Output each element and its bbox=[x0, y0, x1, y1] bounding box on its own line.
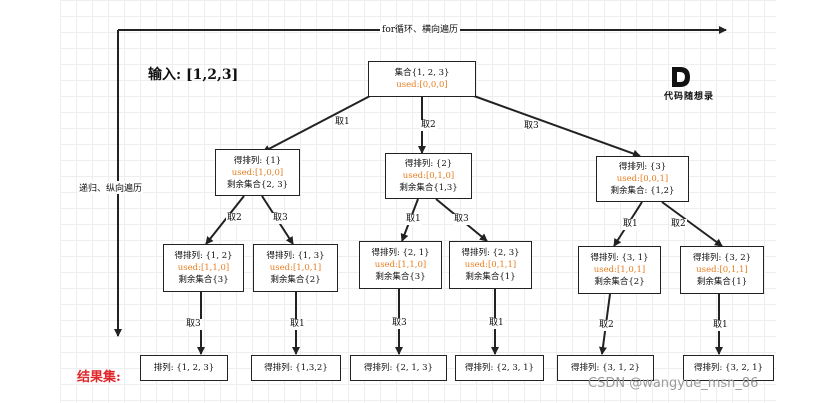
node-permutation: 得排列: {2} bbox=[404, 159, 453, 169]
node-remaining: 剩余集合{2, 3} bbox=[226, 179, 289, 190]
logo: D 代码随想录 bbox=[664, 66, 744, 104]
node-remaining: 剩余集合{1} bbox=[696, 277, 748, 287]
level2-node-31: 得排列: {3, 1} used:[1,0,1] 剩余集合{2} bbox=[578, 246, 661, 294]
level1-node-3: 得排列: {3} used:[0,0,1] 剩余集合: {1,2} bbox=[596, 156, 689, 202]
horizontal-axis-label: for循环、横向遍历 bbox=[380, 22, 461, 35]
node-used: used:[1,0,1] bbox=[593, 265, 646, 275]
edge-label-root-3: 取3 bbox=[523, 121, 540, 132]
node-used: used:[0,0,1] bbox=[616, 174, 669, 184]
edge-1-12 bbox=[205, 195, 245, 245]
result-set-label: 结果集: bbox=[77, 370, 121, 385]
node-permutation: 得排列: {2, 1} bbox=[371, 248, 430, 258]
edge-label-1-12: 取2 bbox=[226, 213, 243, 224]
edge-label-3-31: 取1 bbox=[622, 219, 639, 230]
edge-label-root-1: 取1 bbox=[334, 117, 351, 128]
node-permutation: 得排列: {1} bbox=[233, 155, 282, 166]
root-set: 集合{1, 2, 3} bbox=[394, 68, 450, 78]
result-permutation: 得排列: {2, 3, 1} bbox=[465, 363, 534, 373]
edge-label-root-2: 取2 bbox=[420, 120, 437, 131]
edge-label-12-r: 取3 bbox=[185, 319, 202, 330]
node-permutation: 得排列: {2, 3} bbox=[461, 248, 520, 258]
node-remaining: 剩余集合{3} bbox=[178, 275, 229, 285]
result-node-5: 得排列: {3, 1, 2} bbox=[557, 355, 654, 381]
node-remaining: 剩余集合{3} bbox=[375, 272, 426, 282]
result-permutation: 得排列: {1,3,2} bbox=[264, 363, 328, 373]
level2-node-32: 得排列: {3, 2} used:[0,1,1] 剩余集合{1} bbox=[680, 246, 764, 294]
edge-label-23-r: 取1 bbox=[488, 318, 505, 329]
edge-label-3-32: 取2 bbox=[670, 219, 687, 230]
node-remaining: 剩余集合: {1,2} bbox=[610, 186, 675, 196]
node-used: used:[0,1,0] bbox=[402, 171, 455, 181]
result-permutation: 得排列: {2, 1, 3} bbox=[364, 363, 433, 373]
node-remaining: 剩余集合{2} bbox=[594, 277, 645, 287]
watermark: CSDN @wangyue_msn_86 bbox=[588, 376, 759, 391]
vertical-axis-label: 递归、纵向遍历 bbox=[78, 181, 144, 194]
edge-label-21-r: 取3 bbox=[391, 318, 408, 329]
edge-label-31-r: 取2 bbox=[598, 320, 615, 331]
result-node-3: 得排列: {2, 1, 3} bbox=[350, 355, 447, 381]
node-used: used:[1,1,0] bbox=[177, 263, 230, 273]
node-used: used:[0,1,1] bbox=[696, 265, 748, 275]
result-node-2: 得排列: {1,3,2} bbox=[251, 355, 341, 381]
edge-label-2-23: 取3 bbox=[453, 214, 470, 225]
result-permutation: 排列: {1, 2, 3} bbox=[153, 363, 215, 373]
node-remaining: 剩余集合{1,3} bbox=[399, 183, 458, 193]
node-permutation: 得排列: {1, 3} bbox=[266, 251, 325, 261]
node-permutation: 得排列: {3, 1} bbox=[590, 253, 649, 263]
result-node-6: 得排列: {3, 2, 1} bbox=[683, 355, 774, 381]
node-permutation: 得排列: {3} bbox=[618, 162, 667, 172]
node-used: used:[1,1,0] bbox=[374, 260, 427, 270]
edge-label-1-13: 取3 bbox=[272, 213, 289, 224]
edge-root-1 bbox=[262, 95, 371, 153]
node-permutation: 得排列: {3, 2} bbox=[692, 253, 752, 263]
logo-letter: D bbox=[664, 66, 686, 88]
edge-label-2-21: 取1 bbox=[405, 214, 422, 225]
result-permutation: 得排列: {3, 1, 2} bbox=[571, 363, 640, 373]
level1-node-2: 得排列: {2} used:[0,1,0] 剩余集合{1,3} bbox=[385, 153, 472, 199]
logo-text: 代码随想录 bbox=[664, 92, 715, 102]
level2-node-12: 得排列: {1, 2} used:[1,1,0] 剩余集合{3} bbox=[163, 244, 244, 292]
node-used: used:[1,0,0] bbox=[231, 167, 284, 178]
level2-node-21: 得排列: {2, 1} used:[1,1,0] 剩余集合{3} bbox=[359, 241, 442, 289]
result-permutation: 得排列: {3, 2, 1} bbox=[694, 363, 763, 373]
node-remaining: 剩余集合{1} bbox=[465, 272, 516, 282]
node-used: used:[1,0,1] bbox=[269, 263, 322, 273]
root-node: 集合{1, 2, 3} used:[0,0,0] bbox=[368, 61, 476, 97]
edge-root-3 bbox=[473, 95, 641, 158]
level2-node-23: 得排列: {2, 3} used:[0,1,1] 剩余集合{1} bbox=[449, 241, 532, 289]
edge-label-32-r: 取1 bbox=[712, 320, 729, 331]
edge-label-13-r: 取1 bbox=[289, 319, 306, 330]
logo-d-icon bbox=[672, 67, 690, 87]
level2-node-13: 得排列: {1, 3} used:[1,0,1] 剩余集合{2} bbox=[253, 244, 338, 292]
node-permutation: 得排列: {1, 2} bbox=[174, 251, 233, 261]
node-used: used:[0,1,1] bbox=[464, 260, 517, 270]
node-remaining: 剩余集合{2} bbox=[270, 275, 321, 285]
result-node-1: 排列: {1, 2, 3} bbox=[140, 355, 228, 381]
input-label: 输入: [1,2,3] bbox=[148, 67, 239, 83]
level1-node-1: 得排列: {1} used:[1,0,0] 剩余集合{2, 3} bbox=[215, 149, 300, 196]
result-node-4: 得排列: {2, 3, 1} bbox=[455, 355, 544, 381]
root-used: used:[0,0,0] bbox=[396, 80, 448, 90]
edge-3-32 bbox=[661, 201, 723, 247]
